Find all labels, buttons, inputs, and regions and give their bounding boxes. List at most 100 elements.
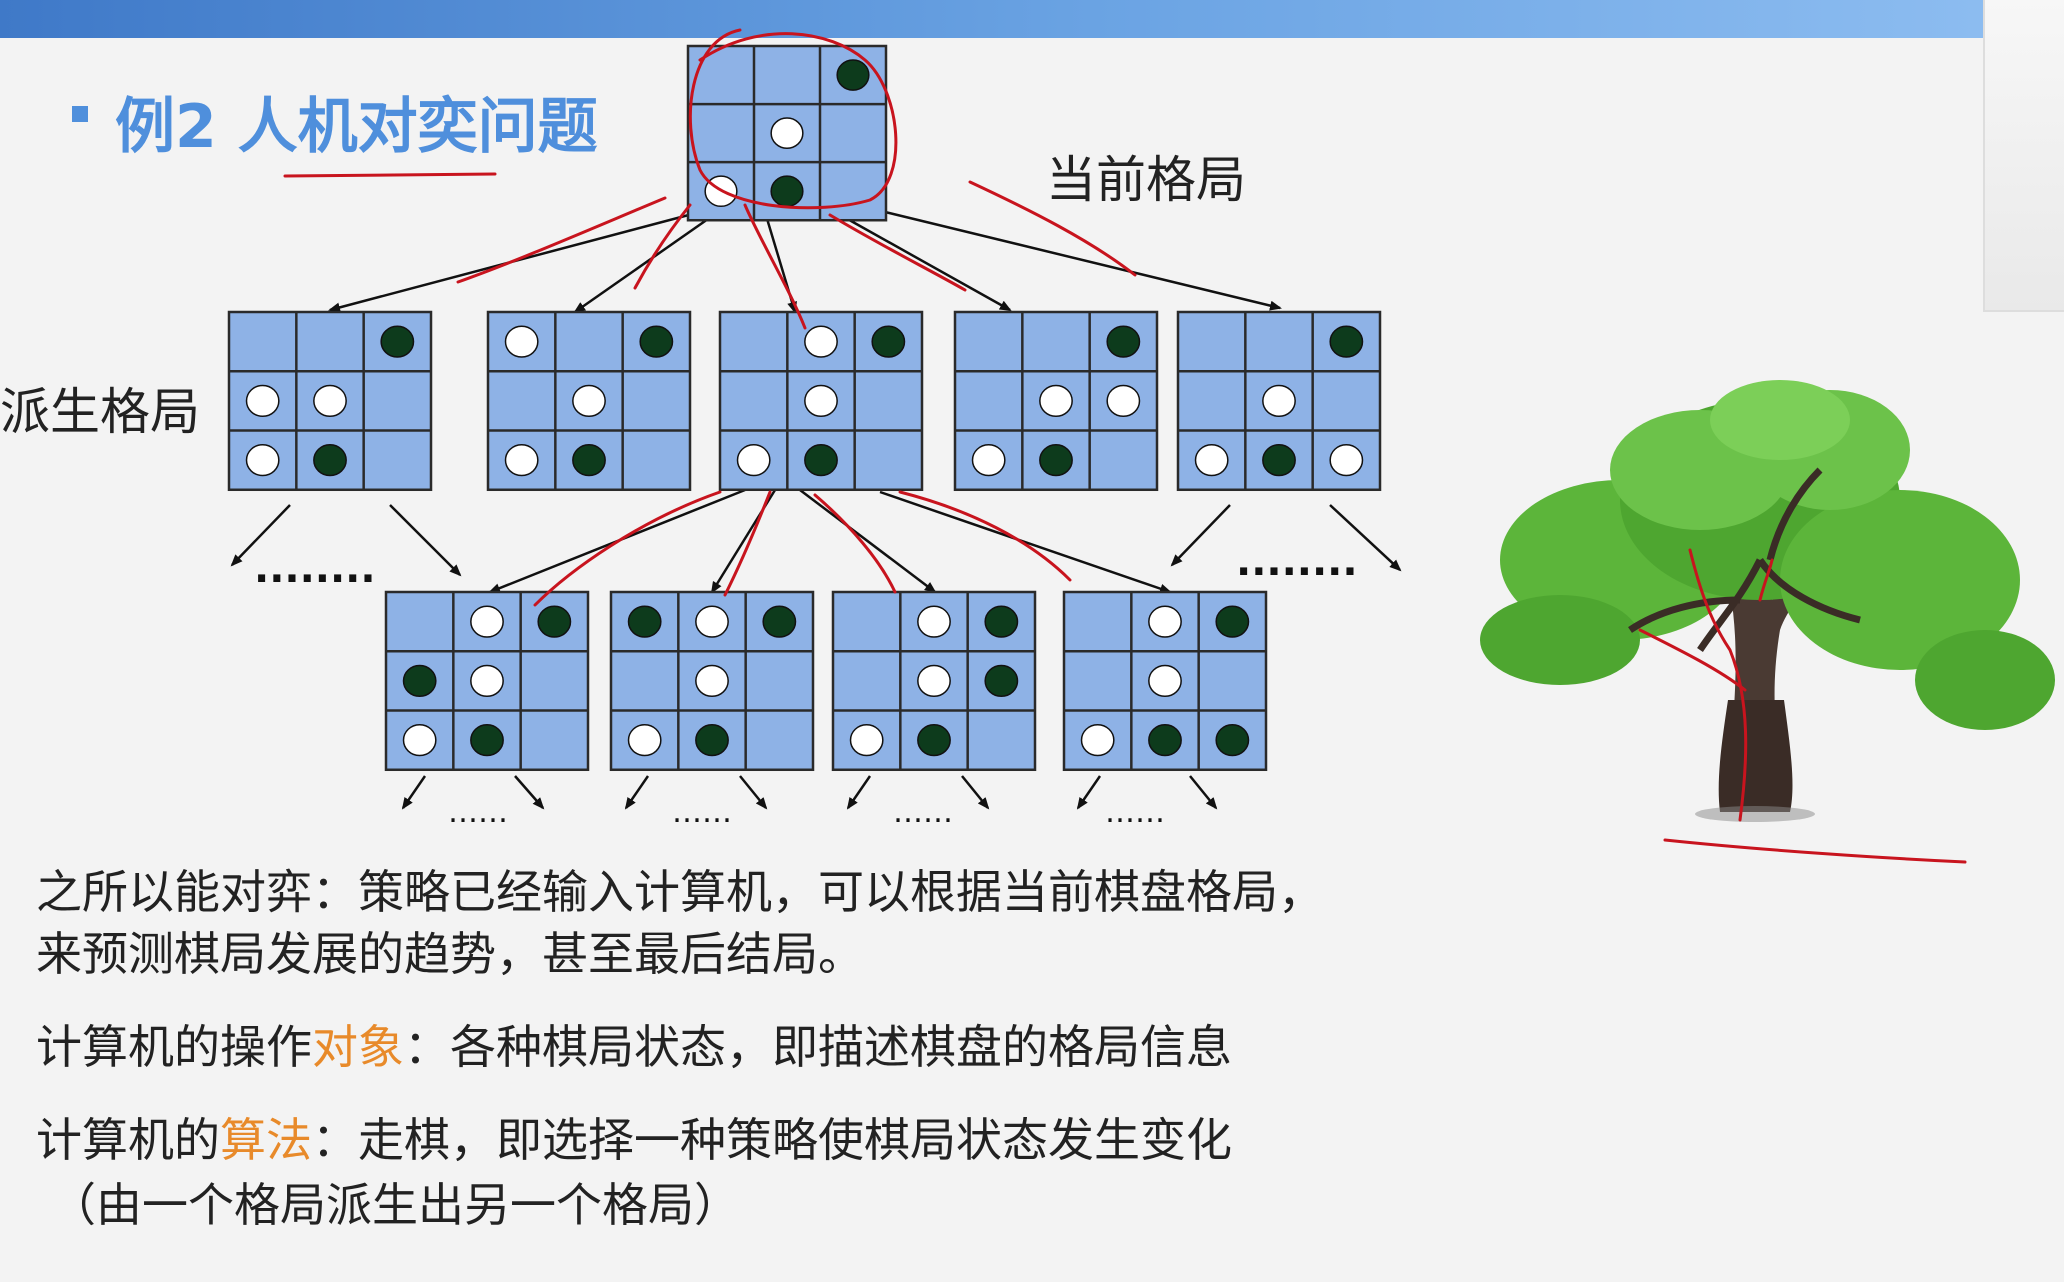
- white-piece: [736, 443, 771, 477]
- black-piece: [984, 664, 1019, 698]
- board-derived-4: [953, 310, 1159, 492]
- board-third-3: [831, 590, 1037, 772]
- white-piece: [245, 443, 280, 477]
- tree-illustration: [1480, 380, 2055, 822]
- black-piece: [770, 175, 804, 208]
- black-piece: [762, 605, 797, 638]
- white-piece: [971, 443, 1006, 477]
- edge-t4-left: [1076, 775, 1102, 810]
- black-piece: [1148, 723, 1182, 757]
- para2-highlight: 对象: [312, 1020, 404, 1074]
- white-piece: [1262, 384, 1296, 418]
- edge-d1-left: [230, 504, 291, 567]
- edge-root-d4: [834, 210, 1012, 312]
- black-piece: [470, 723, 504, 757]
- ellipsis-t2: ……: [672, 795, 732, 830]
- edge-t2-left: [624, 775, 650, 810]
- black-piece: [984, 605, 1019, 638]
- edge-d3-t3: [799, 489, 937, 594]
- white-piece: [695, 664, 729, 698]
- edge-t3-right: [961, 775, 990, 810]
- white-piece: [917, 605, 951, 638]
- para3: 计算机的算法：走棋，即选择一种策略使棋局状态发生变化: [36, 1110, 1232, 1170]
- slide-title: 例2 人机对奕问题: [115, 92, 598, 162]
- red-annotations: [283, 28, 1967, 864]
- ellipsis-left: ........: [254, 546, 376, 592]
- webcam-overlay: [1983, 0, 2064, 312]
- black-piece: [804, 443, 838, 477]
- board-derived-2: [486, 310, 692, 492]
- edge-t1-left: [401, 775, 427, 810]
- white-piece: [470, 605, 504, 638]
- black-piece: [1329, 325, 1364, 358]
- board-derived-3: [718, 310, 924, 492]
- edge-t1-right: [514, 775, 545, 810]
- board-derived-1: [227, 310, 433, 492]
- white-piece: [804, 384, 838, 418]
- board-third-2: [609, 590, 815, 772]
- board-third-4: [1062, 590, 1268, 772]
- edge-t4-right: [1189, 775, 1218, 810]
- black-piece: [836, 59, 870, 91]
- ellipsis-right: ........: [1236, 539, 1358, 585]
- white-piece: [917, 664, 951, 698]
- black-piece: [313, 443, 347, 477]
- title-bullet: [72, 106, 88, 122]
- ellipsis-t4: ……: [1105, 795, 1165, 830]
- white-piece: [1148, 605, 1182, 638]
- white-piece: [695, 605, 729, 638]
- white-piece: [849, 723, 884, 757]
- white-piece: [1194, 443, 1229, 477]
- para3-highlight: 算法: [220, 1113, 312, 1167]
- para2-suffix: ：各种棋局状态，即描述棋盘的格局信息: [404, 1020, 1232, 1074]
- black-piece: [572, 443, 606, 477]
- ellipsis-t1: ……: [448, 795, 508, 830]
- white-piece: [504, 443, 539, 477]
- black-piece: [639, 325, 674, 358]
- black-piece: [537, 605, 572, 638]
- white-piece: [1329, 443, 1364, 477]
- para2: 计算机的操作对象：各种棋局状态，即描述棋盘的格局信息: [36, 1017, 1232, 1077]
- para1-line1: 之所以能对弈：策略已经输入计算机，可以根据当前棋盘格局，: [36, 865, 1324, 919]
- para3-prefix: 计算机的: [36, 1113, 220, 1167]
- black-piece: [871, 325, 906, 358]
- edge-d3-t4: [879, 490, 1172, 594]
- black-piece: [1262, 443, 1296, 477]
- white-piece: [1039, 384, 1073, 418]
- white-piece: [572, 384, 606, 418]
- white-piece: [470, 664, 504, 698]
- white-piece: [504, 325, 539, 358]
- white-piece: [627, 723, 662, 757]
- black-piece: [627, 605, 662, 638]
- edge-t3-left: [846, 775, 872, 810]
- edge-t2-right: [739, 775, 768, 810]
- white-piece: [245, 384, 280, 418]
- para1-line2: 来预测棋局发展的趋势，甚至最后结局。: [36, 927, 864, 981]
- white-piece: [1106, 384, 1141, 418]
- white-piece: [402, 723, 437, 757]
- white-piece: [770, 117, 804, 149]
- edge-root-d5: [884, 210, 1282, 311]
- black-piece: [695, 723, 729, 757]
- black-piece: [1106, 325, 1141, 358]
- edge-d1-right: [389, 504, 462, 577]
- label-current-board: 当前格局: [1046, 151, 1246, 209]
- white-piece: [804, 325, 838, 358]
- white-piece: [313, 384, 347, 418]
- edge-d5-left: [1170, 504, 1231, 567]
- white-piece: [1080, 723, 1115, 757]
- black-piece: [402, 664, 437, 698]
- board-third-1: [384, 590, 590, 772]
- boards-layer: [227, 44, 1382, 772]
- board-derived-5: [1176, 310, 1382, 492]
- board-current: [686, 44, 888, 222]
- black-piece: [1039, 443, 1073, 477]
- black-piece: [1215, 605, 1250, 638]
- slide-top-bar: [0, 0, 1983, 38]
- para3-suffix: ：走棋，即选择一种策略使棋局状态发生变化: [312, 1113, 1232, 1167]
- para2-prefix: 计算机的操作: [36, 1020, 312, 1074]
- white-piece: [1148, 664, 1182, 698]
- black-piece: [1215, 723, 1250, 757]
- edge-root-d2: [573, 210, 719, 314]
